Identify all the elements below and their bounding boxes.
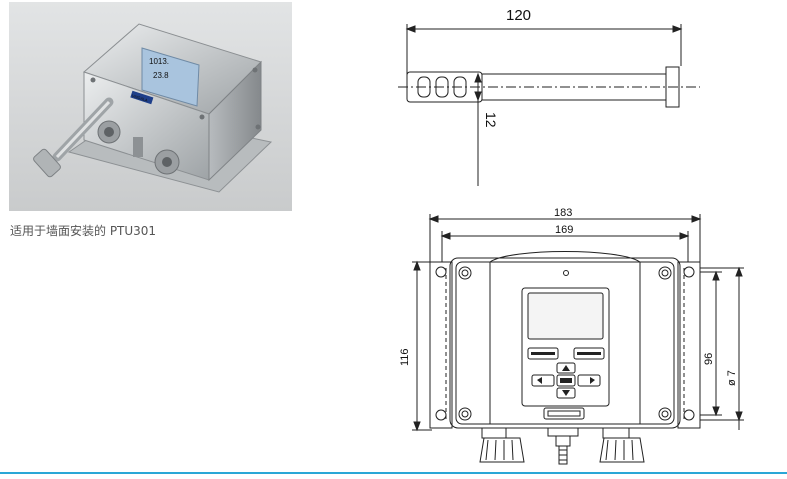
housing-outer-width-label: 183: [554, 207, 572, 219]
hole-spacing-label: 96: [703, 353, 715, 365]
brand-label: VAISALA: [131, 93, 148, 103]
probe-diameter-label: 12: [483, 112, 499, 128]
hole-diameter-label: ø 7: [726, 370, 738, 386]
display-line2: 23.8: [153, 71, 169, 80]
product-photo: 1013. 23.8 VAISALA: [9, 2, 292, 211]
footer-accent-line: [0, 472, 787, 474]
probe-length-label: 120: [506, 7, 531, 24]
housing-inner-width-label: 169: [555, 224, 573, 236]
display-line1: 1013.: [149, 57, 169, 66]
photo-caption: 适用于墙面安装的 PTU301: [10, 224, 157, 238]
housing-height-label: 116: [399, 348, 411, 366]
housing-drawing: [412, 214, 744, 465]
probe-drawing: [398, 24, 700, 186]
